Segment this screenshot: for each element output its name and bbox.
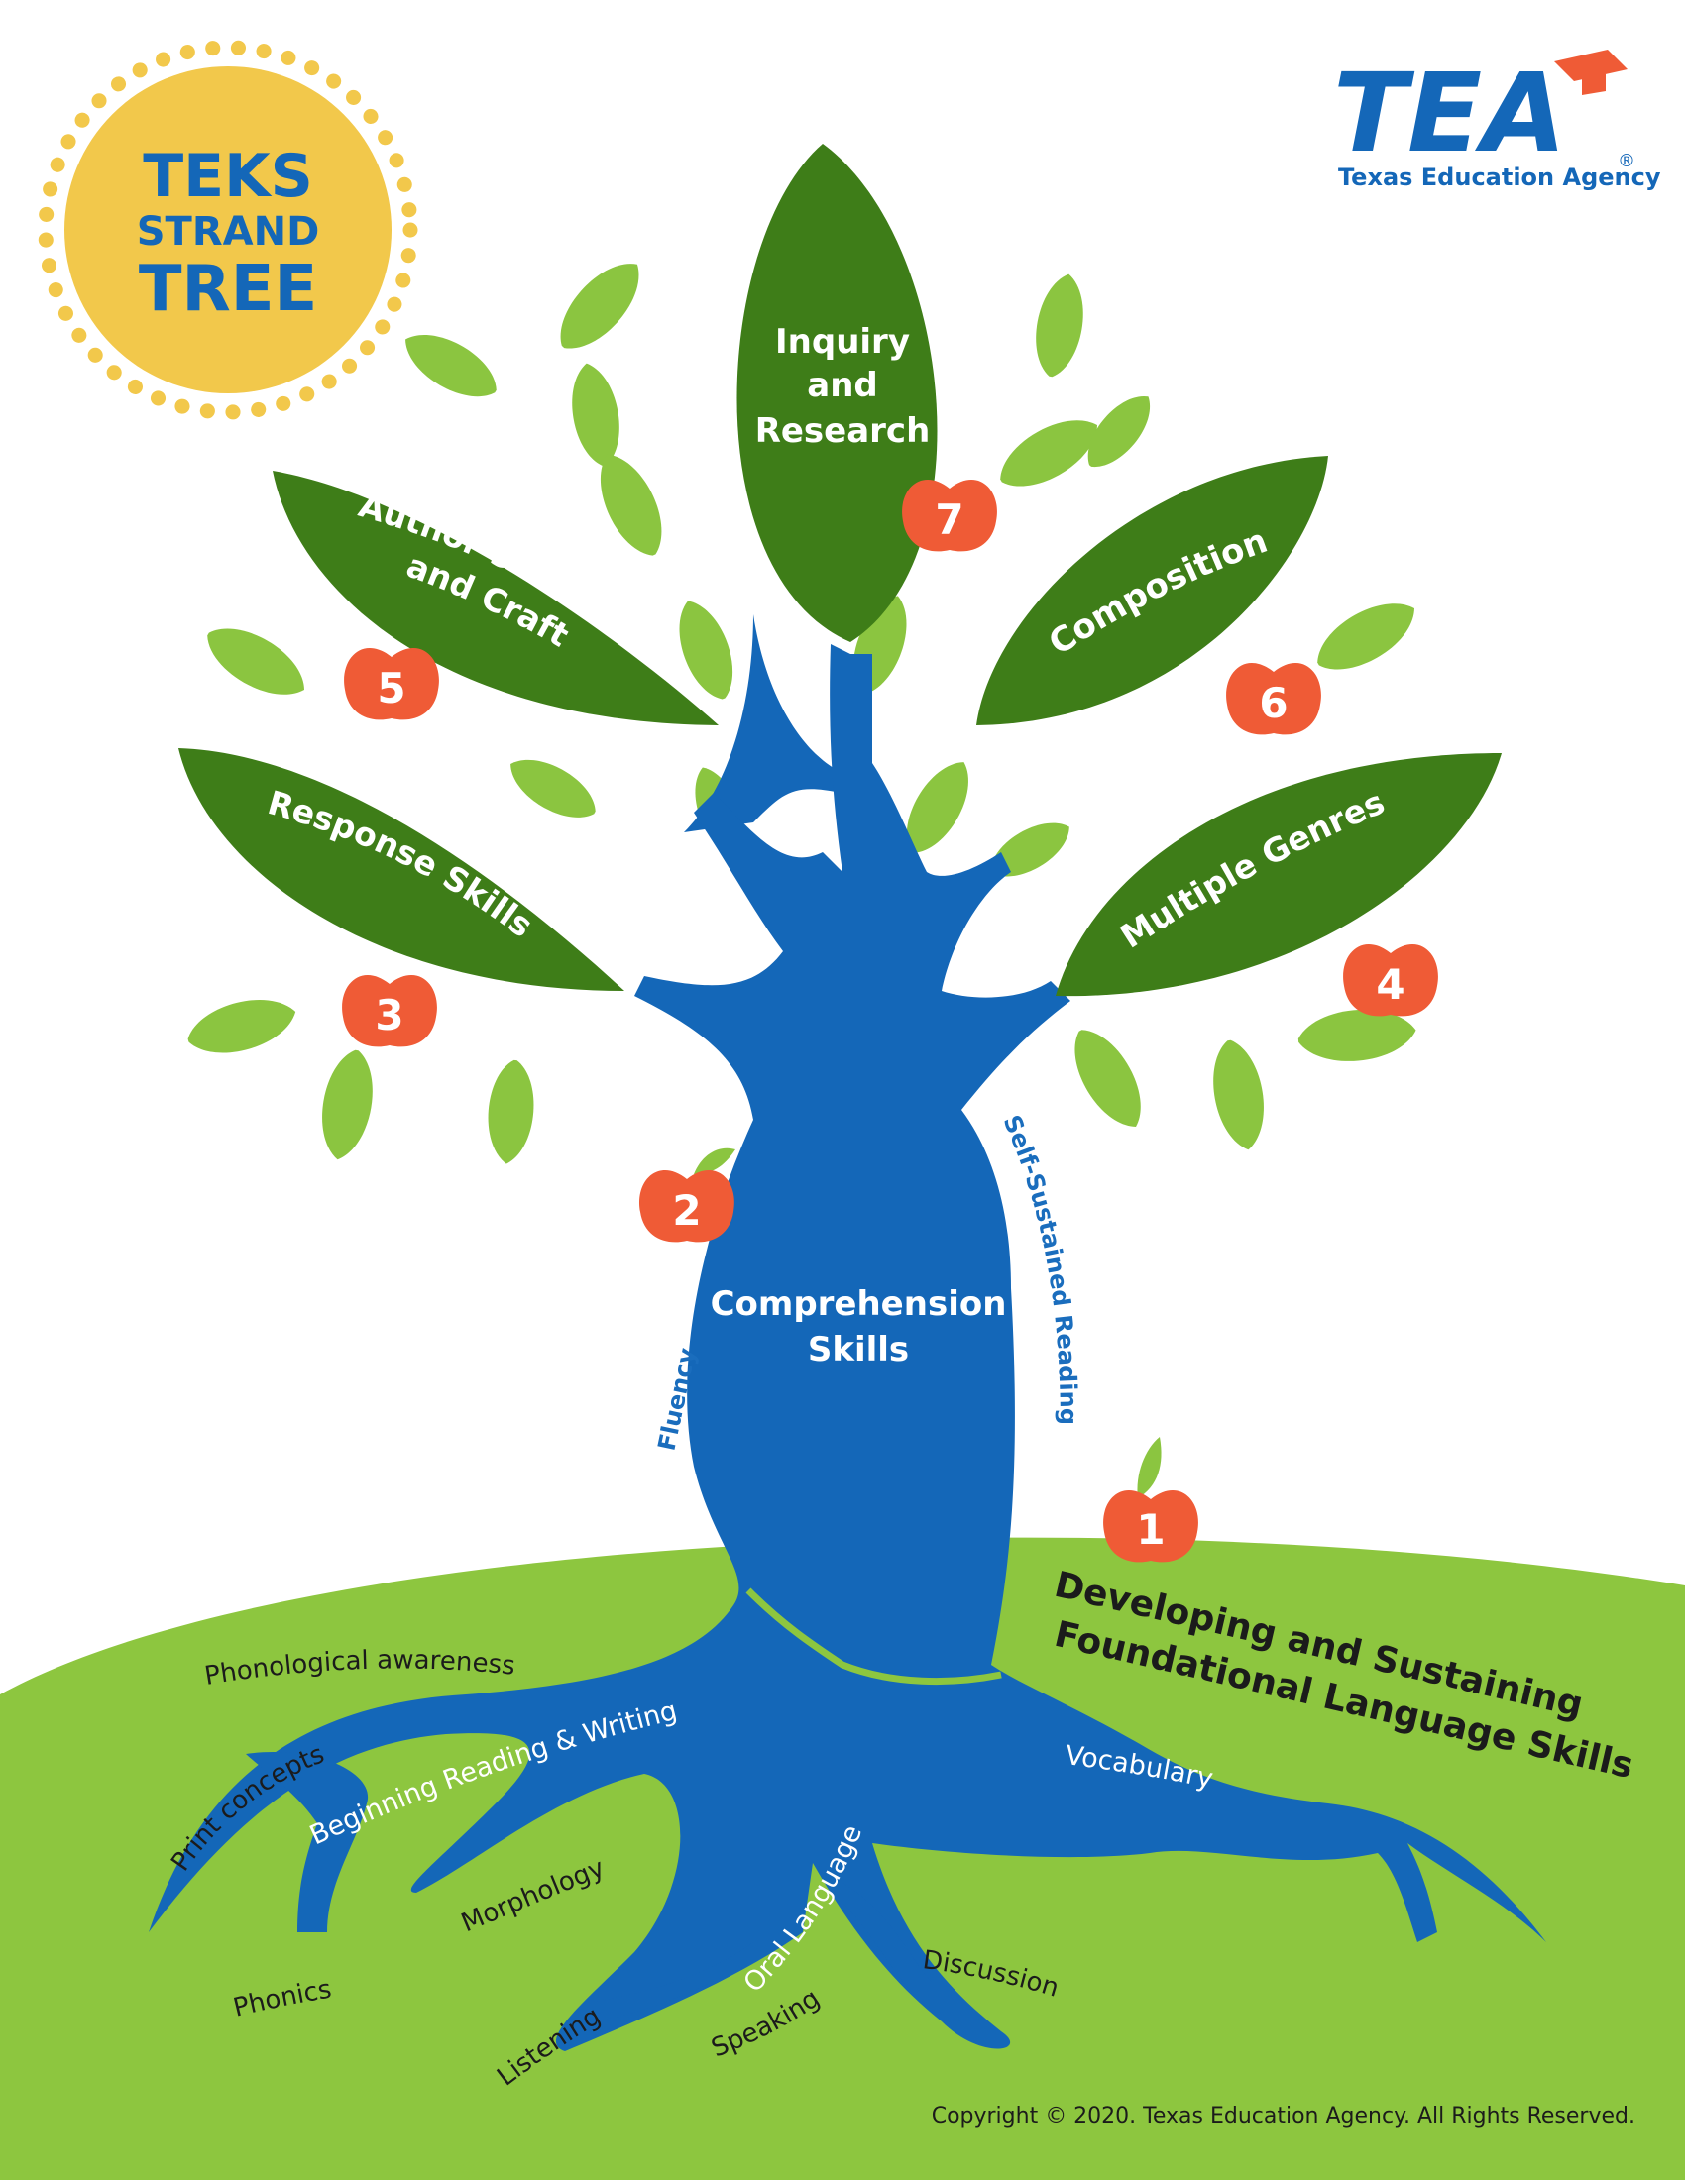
apple-leaf-icon [1137,1437,1162,1498]
apple-7: 7 [902,480,997,552]
copyright-notice: Copyright © 2020. Texas Education Agency… [932,2104,1635,2129]
apple-5-number: 5 [377,664,405,712]
inquiry-line2: and [807,366,878,405]
tree-trunk [149,614,1546,2051]
leaf-multiple-genres [1056,753,1502,997]
apple-2: 2 [639,1147,735,1243]
registered-mark: ® [1618,151,1635,171]
inquiry-line3: Research [755,411,931,451]
teks-badge: TEKS STRAND TREE [38,40,418,420]
tea-logo: TEA ® Texas Education Agency [1333,50,1661,191]
apple-2-number: 2 [672,1186,701,1235]
logo-wordmark: TEA [1333,50,1566,176]
apple-6: 6 [1226,663,1321,735]
badge-line1: TEKS [143,142,313,211]
leaf-response-skills [178,748,624,991]
leaf-authors-purpose [273,471,719,725]
apple-6-number: 6 [1259,679,1288,727]
apple-3: 3 [342,975,437,1047]
apple-7-number: 7 [935,495,963,544]
apple-1: 1 [1103,1437,1198,1563]
logo-subtitle: Texas Education Agency [1338,164,1661,191]
inquiry-line1: Inquiry [775,322,910,362]
trunk-highlight [745,1587,1002,1686]
small-leaves [187,264,1416,1164]
strand-leaves [178,144,1502,997]
apple-4: 4 [1343,944,1438,1017]
apple-3-number: 3 [375,991,403,1039]
comprehension-line2: Skills [808,1330,909,1369]
apple-1-number: 1 [1136,1505,1165,1554]
badge-line2: STRAND [137,209,320,255]
badge-line3: TREE [139,253,317,326]
apple-5: 5 [344,648,439,720]
leaf-inquiry-research [736,144,938,642]
graduation-cap-icon [1554,50,1628,95]
comprehension-line1: Comprehension [711,1284,1007,1324]
apple-leaf-icon [694,1147,735,1174]
leaf-composition [976,456,1328,725]
apple-4-number: 4 [1376,960,1404,1009]
